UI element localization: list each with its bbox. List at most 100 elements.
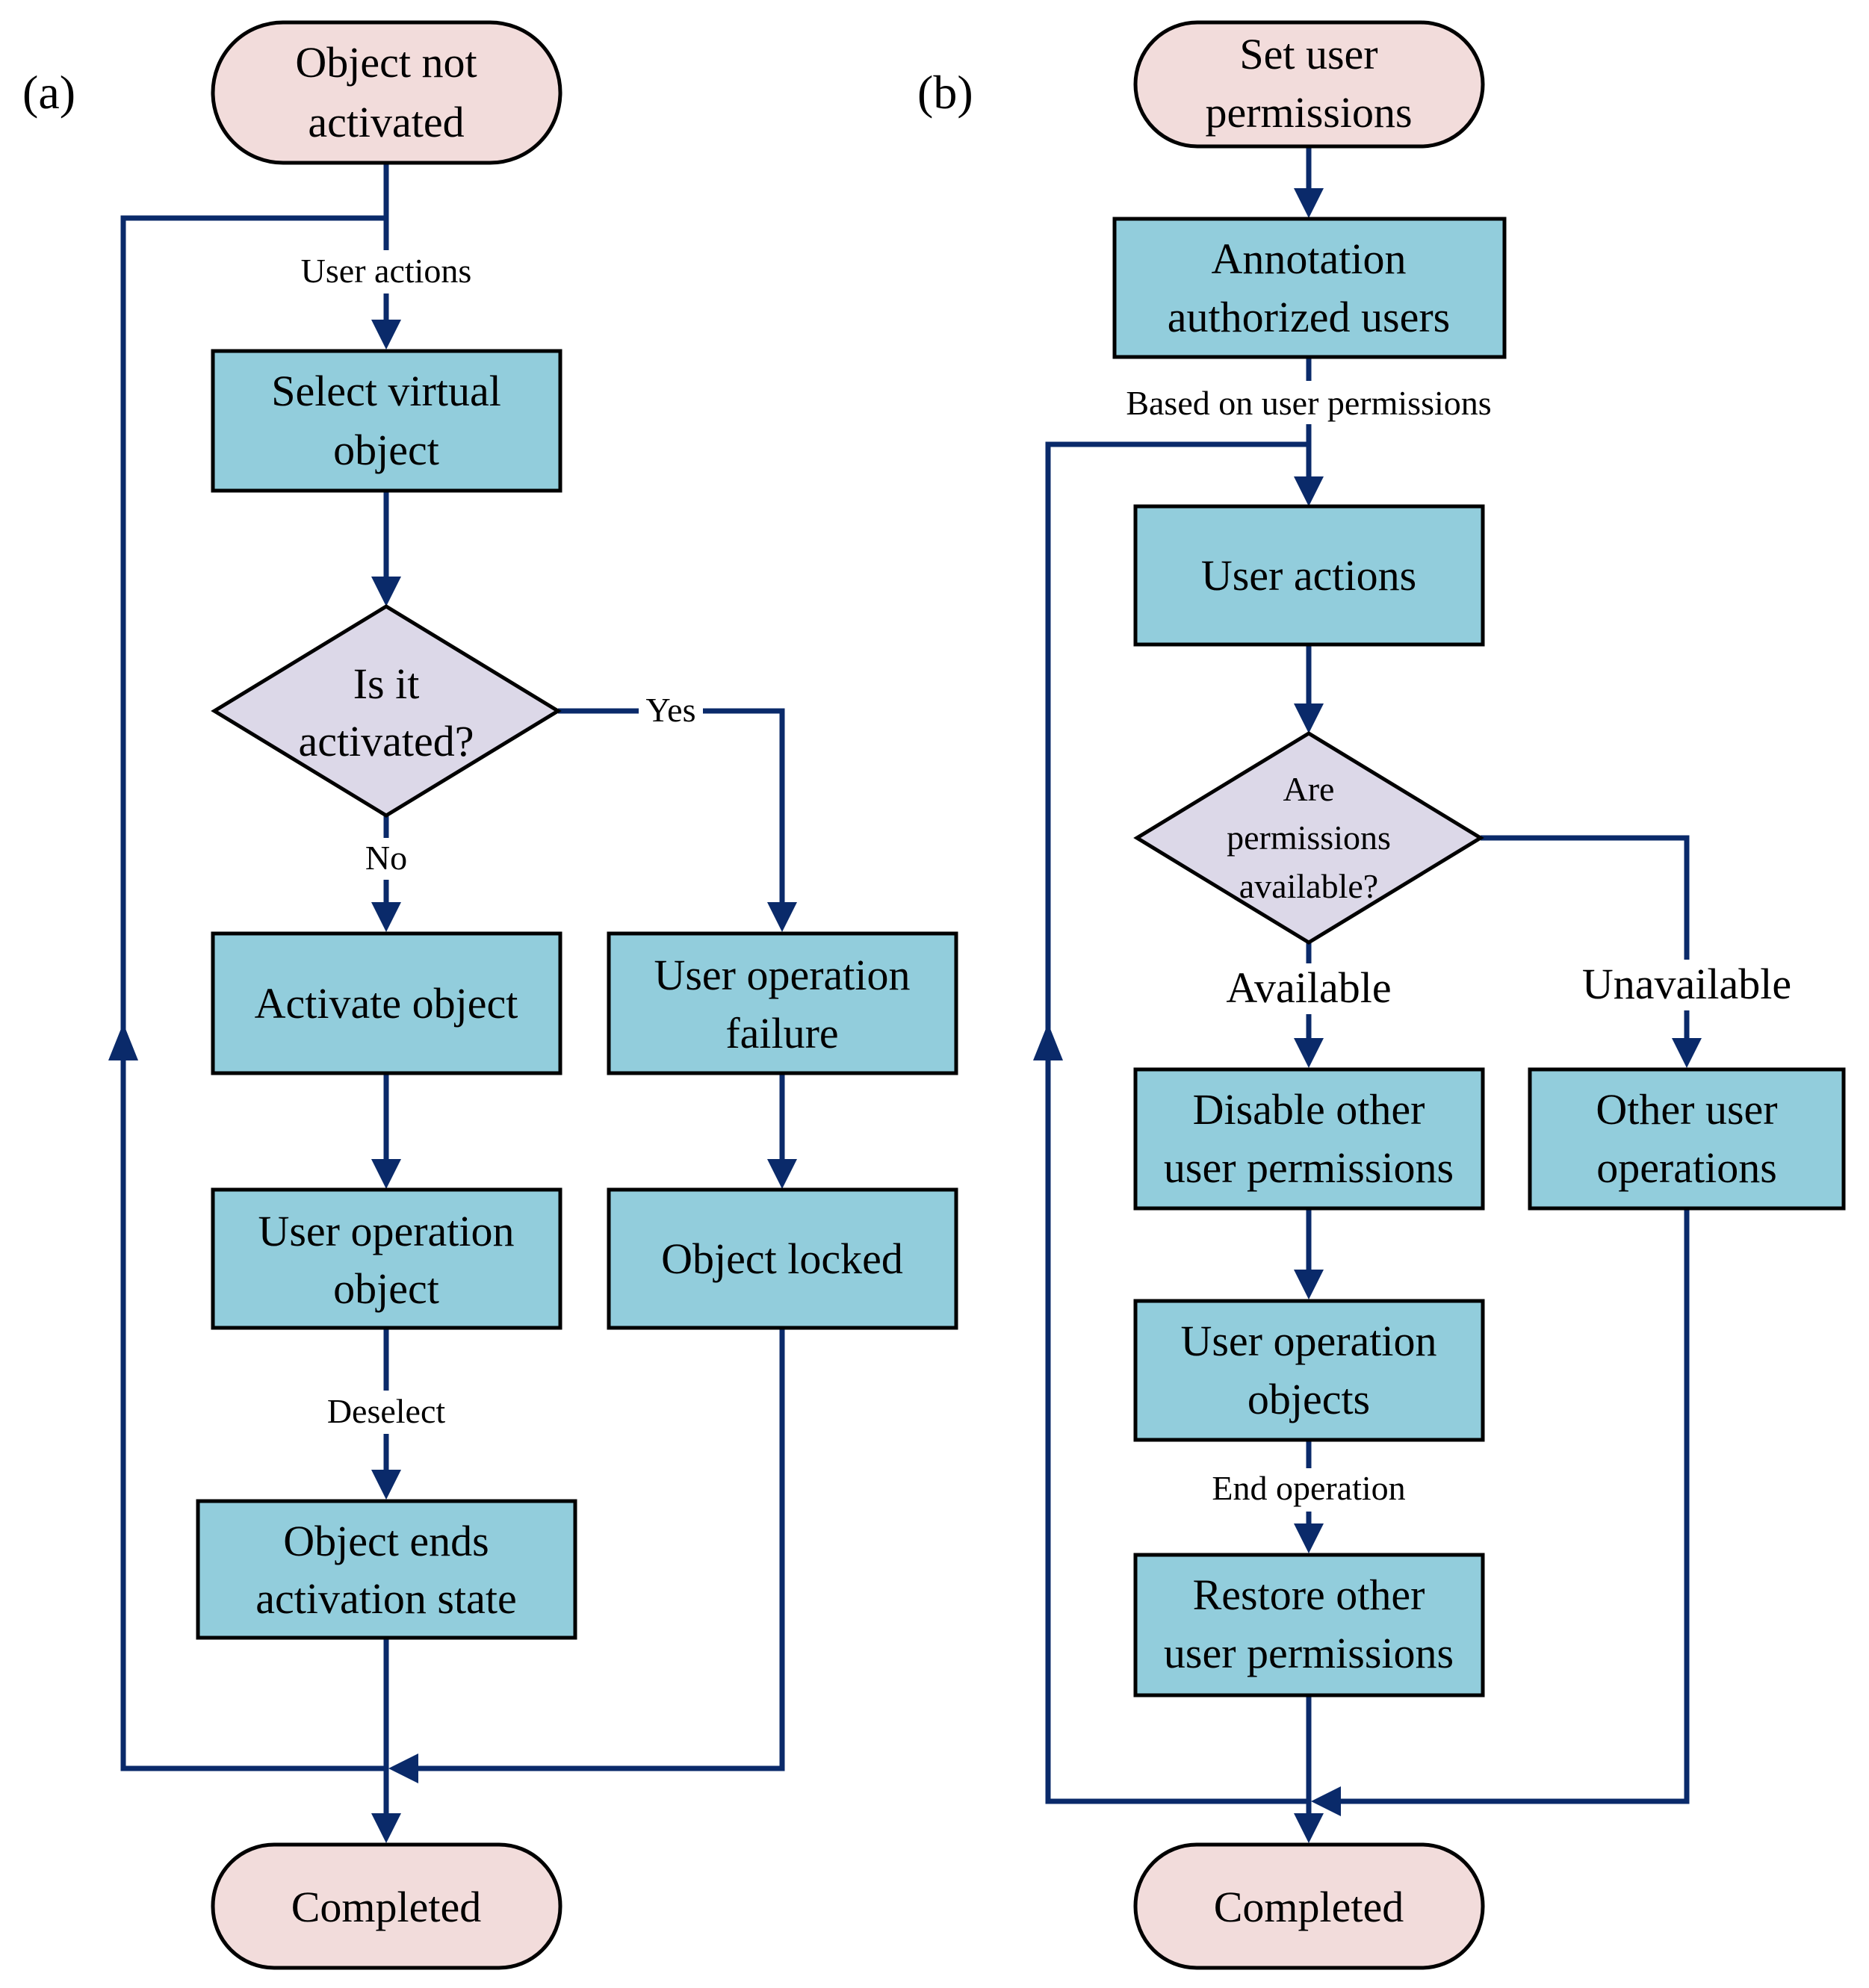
start-terminal-b: Set user permissions [1133,20,1485,149]
completed-terminal-a: Completed [211,1842,562,1970]
connector-unavailable [1481,835,1690,1047]
start-terminal-a: Object not activated [211,20,562,165]
connector-yes [558,708,785,911]
arrow-to-activate [371,902,401,932]
svg-text:User operation: User operation [1180,1317,1436,1365]
arrow-loop-up-b [1033,1023,1063,1060]
is-activated-decision: Is it activated? [211,604,562,818]
select-virtual-object-box: Select virtual object [211,349,562,493]
arrow-to-completed-b [1294,1813,1324,1843]
panel-b-connectors [1033,146,1702,1843]
svg-text:user permissions: user permissions [1164,1143,1454,1192]
panel-b: (b) Based on [917,20,1846,1970]
svg-text:Restore other: Restore other [1193,1571,1425,1619]
arrow-merge-b [1311,1786,1341,1816]
available-label: Available [1226,963,1391,1012]
unavailable-label-bg [1565,960,1808,1010]
arrow-to-completed-a [371,1813,401,1843]
svg-text:activated: activated [308,98,464,146]
connector-locked-to-merge [403,1328,785,1771]
no-label: No [365,839,407,877]
connector-loop-left [120,1046,386,1771]
panel-a: (a) [22,20,958,1970]
svg-text:Object locked: Object locked [661,1234,903,1283]
yes-label-bg [639,692,703,732]
svg-text:Object ends: Object ends [283,1517,489,1565]
arrow-to-disable [1294,1038,1324,1068]
connector-loop-top-b [1045,441,1309,1068]
svg-text:activated?: activated? [298,717,474,765]
no-label-bg [355,838,418,880]
arrow-to-select [371,320,401,350]
user-actions-label: User actions [301,252,472,290]
svg-text:authorized users: authorized users [1168,293,1450,341]
svg-text:available?: available? [1239,867,1378,905]
panel-a-label: (a) [22,66,75,119]
arrow-to-restore [1294,1523,1324,1553]
panel-b-label: (b) [917,66,973,119]
connector-other-to-merge [1326,1208,1690,1804]
svg-text:user permissions: user permissions [1164,1629,1454,1677]
svg-text:Disable other: Disable other [1193,1085,1425,1134]
arrow-to-locked [767,1159,797,1189]
based-on-permissions-label: Based on user permissions [1126,384,1491,422]
arrow-to-failure [767,902,797,932]
arrow-to-ends [371,1470,401,1500]
connector-loop-top [120,215,386,1068]
svg-text:permissions: permissions [1227,819,1391,857]
end-operation-label: End operation [1212,1469,1405,1507]
yes-label: Yes [646,691,696,729]
svg-text:operations: operations [1596,1143,1777,1192]
user-operation-objects-box: User operation objects [1133,1299,1485,1442]
svg-text:activation state: activation state [255,1574,516,1623]
permissions-available-decision: Are permissions available? [1133,731,1484,945]
svg-text:User actions: User actions [1201,551,1416,600]
disable-other-permissions-box: Disable other user permissions [1133,1067,1485,1211]
object-locked-box: Object locked [607,1187,958,1330]
svg-text:object: object [333,1264,439,1313]
svg-text:Activate object: Activate object [255,979,518,1028]
svg-text:Set user: Set user [1239,30,1377,78]
unavailable-label: Unavailable [1582,960,1791,1008]
svg-text:Annotation: Annotation [1212,234,1407,283]
svg-text:User operation: User operation [654,951,910,999]
svg-text:permissions: permissions [1205,88,1412,137]
deselect-label-bg [312,1391,460,1434]
object-ends-activation-box: Object ends activation state [196,1499,577,1640]
arrow-to-user-actions [1294,476,1324,506]
end-operation-label-bg [1194,1468,1424,1512]
svg-text:Is it: Is it [353,659,420,708]
svg-text:Select virtual: Select virtual [271,367,501,415]
svg-text:Are: Are [1283,770,1335,808]
available-label-bg [1212,963,1406,1014]
user-actions-box: User actions [1133,504,1485,647]
arrow-to-other-ops [1672,1038,1702,1068]
svg-text:Completed: Completed [291,1883,482,1931]
arrow-to-decision [371,577,401,606]
user-operation-failure-box: User operation failure [607,931,958,1075]
restore-other-permissions-box: Restore other user permissions [1133,1553,1485,1697]
annotation-authorized-users-box: Annotation authorized users [1112,217,1507,359]
svg-text:Object not: Object not [295,38,477,87]
arrow-merge-a [388,1754,418,1783]
svg-text:User operation: User operation [258,1207,514,1255]
svg-text:failure: failure [725,1009,838,1057]
arrow-to-operation-b [1294,1270,1324,1299]
deselect-label: Deselect [327,1392,446,1430]
svg-text:objects: objects [1247,1375,1370,1423]
arrow-to-operation [371,1159,401,1189]
connector-loop-left-b [1045,1046,1309,1804]
based-label-bg [1092,381,1525,424]
arrow-loop-up-a [108,1023,138,1060]
arrow-to-annotation [1294,188,1324,218]
user-operation-object-box: User operation object [211,1187,562,1330]
svg-text:Completed: Completed [1214,1883,1404,1931]
svg-text:Other user: Other user [1596,1085,1777,1134]
completed-terminal-b: Completed [1133,1842,1485,1970]
arrow-to-decision-b [1294,703,1324,733]
svg-text:object: object [333,426,439,474]
activate-object-box: Activate object [211,931,562,1075]
other-user-operations-box: Other user operations [1528,1067,1846,1211]
user-actions-label-bg [282,250,490,293]
